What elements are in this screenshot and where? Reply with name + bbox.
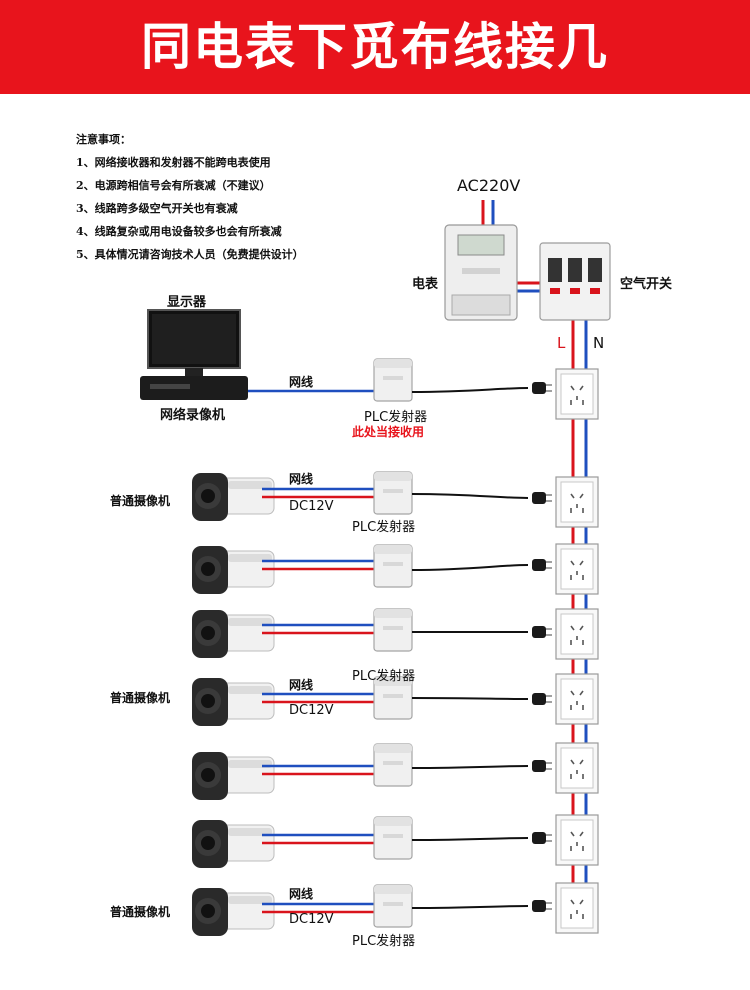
camera-label: 普通摄像机 <box>110 905 171 919</box>
network-cable-label: 网线 <box>289 887 314 901</box>
plc-transmitter-icon <box>373 743 413 787</box>
plc-transmitter-icon <box>373 544 413 588</box>
dc-power-label: DC12V <box>289 703 334 718</box>
camera-icon <box>191 677 275 727</box>
network-cable-label: 网线 <box>289 678 314 692</box>
note-item-1: 1、网络接收器和发射器不能跨电表使用 <box>76 156 271 169</box>
plc-transmitter-label: PLC发射器 <box>352 520 416 535</box>
plc-transmitter-icon <box>373 816 413 860</box>
wall-socket-icon <box>555 368 599 420</box>
plug-icon <box>531 491 553 505</box>
ac-voltage-label: AC220V <box>457 176 521 195</box>
wall-socket-icon <box>555 608 599 660</box>
network-cable-label: 网线 <box>289 375 314 389</box>
notes-list: 注意事项： 1、网络接收器和发射器不能跨电表使用 2、电源跨相信号会有所衰减（不… <box>76 128 304 266</box>
plc-transmitter-label: PLC发射器 <box>352 934 416 949</box>
camera-icon <box>191 609 275 659</box>
camera-row-7 <box>191 882 599 937</box>
plug-icon <box>531 558 553 572</box>
notes-heading: 注意事项： <box>76 133 131 146</box>
monitor-label: 显示器 <box>167 295 207 310</box>
wall-socket-icon <box>555 543 599 595</box>
plc-transmitter-icon <box>373 471 413 515</box>
camera-row-5 <box>191 742 599 801</box>
nvr-label: 网络录像机 <box>160 408 226 423</box>
plug-icon <box>531 759 553 773</box>
camera-row-1 <box>191 471 599 528</box>
note-item-3: 3、线路跨多级空气开关也有衰减 <box>76 202 238 215</box>
camera-row-2 <box>191 543 599 595</box>
plug-icon <box>531 692 553 706</box>
electricity-meter-icon <box>444 224 518 321</box>
plc-transmitter-label: PLC发射器 <box>352 669 416 684</box>
air-breaker-icon <box>539 242 611 321</box>
note-item-2: 2、电源跨相信号会有所衰减（不建议） <box>76 179 271 192</box>
plug-icon <box>531 381 553 395</box>
camera-row-6 <box>191 814 599 869</box>
receiver-note-label: 此处当接收用 <box>352 425 425 439</box>
wall-socket-icon <box>555 814 599 866</box>
camera-label: 普通摄像机 <box>110 494 171 508</box>
power-cord <box>411 387 529 393</box>
note-item-4: 4、线路复杂或用电设备较多也会有所衰减 <box>76 225 282 238</box>
dc-power-label: DC12V <box>289 912 334 927</box>
plc-transmitter-icon <box>373 358 413 402</box>
plc-transmitter-icon <box>373 884 413 928</box>
plug-icon <box>531 831 553 845</box>
camera-label: 普通摄像机 <box>110 691 171 705</box>
camera-icon <box>191 545 275 595</box>
plug-icon <box>531 625 553 639</box>
live-label: L <box>557 334 566 352</box>
network-cable-label: 网线 <box>289 472 314 486</box>
plug-icon <box>531 899 553 913</box>
camera-row-4 <box>191 673 599 727</box>
plc-transmitter-label: PLC发射器 <box>364 410 428 425</box>
title-banner <box>0 0 750 94</box>
wall-socket-icon <box>555 742 599 794</box>
wall-socket-icon <box>555 476 599 528</box>
meter-label: 电表 <box>412 277 439 292</box>
camera-icon <box>191 819 275 869</box>
page-title: 同电表下觅布线接几 <box>141 18 609 76</box>
dc-power-label: DC12V <box>289 499 334 514</box>
plc-transmitter-icon <box>373 608 413 652</box>
monitor-icon <box>147 309 241 376</box>
breaker-label: 空气开关 <box>620 277 673 292</box>
camera-icon <box>191 887 275 937</box>
camera-icon <box>191 472 275 522</box>
neutral-label: N <box>593 334 605 352</box>
nvr-icon <box>140 376 248 400</box>
camera-row-3 <box>191 608 599 660</box>
note-item-5: 5、具体情况请咨询技术人员（免费提供设计） <box>76 248 304 261</box>
camera-icon <box>191 751 275 801</box>
wall-socket-icon <box>555 673 599 725</box>
wall-socket-icon <box>555 882 599 934</box>
